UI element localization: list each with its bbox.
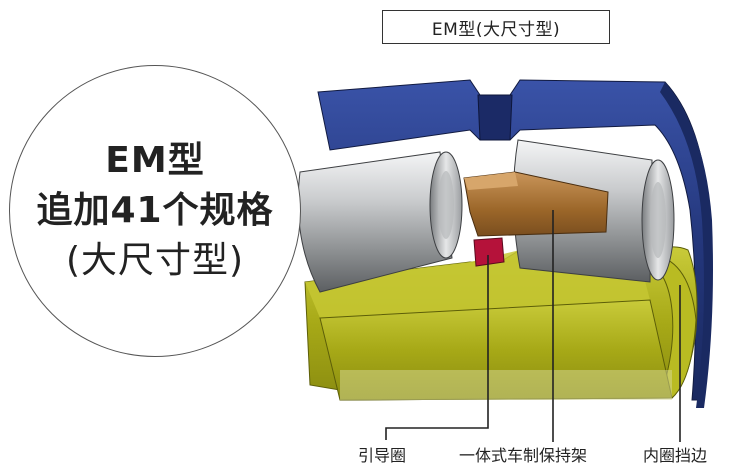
callout-title: EM型 — [105, 140, 205, 181]
label-guide-ring: 引导圈 — [358, 446, 407, 465]
left-roller — [297, 151, 463, 293]
guide-ring — [473, 237, 505, 267]
leader-lines — [385, 210, 681, 442]
label-inner-rib: 内圈挡边 — [643, 446, 708, 465]
cage — [463, 171, 609, 237]
label-cage: 一体式车制保持架 — [459, 446, 588, 465]
leader-guide-ring — [385, 255, 489, 440]
callout-size-note: (大尺寸型) — [65, 240, 245, 281]
callout-subtitle: 追加41个规格 — [36, 190, 274, 231]
inner-ring — [304, 246, 698, 401]
outer-ring — [317, 79, 713, 408]
type-title-box: EM型(大尺寸型) — [382, 10, 610, 44]
callout-circle: EM型 追加41个规格 (大尺寸型) — [9, 65, 301, 357]
